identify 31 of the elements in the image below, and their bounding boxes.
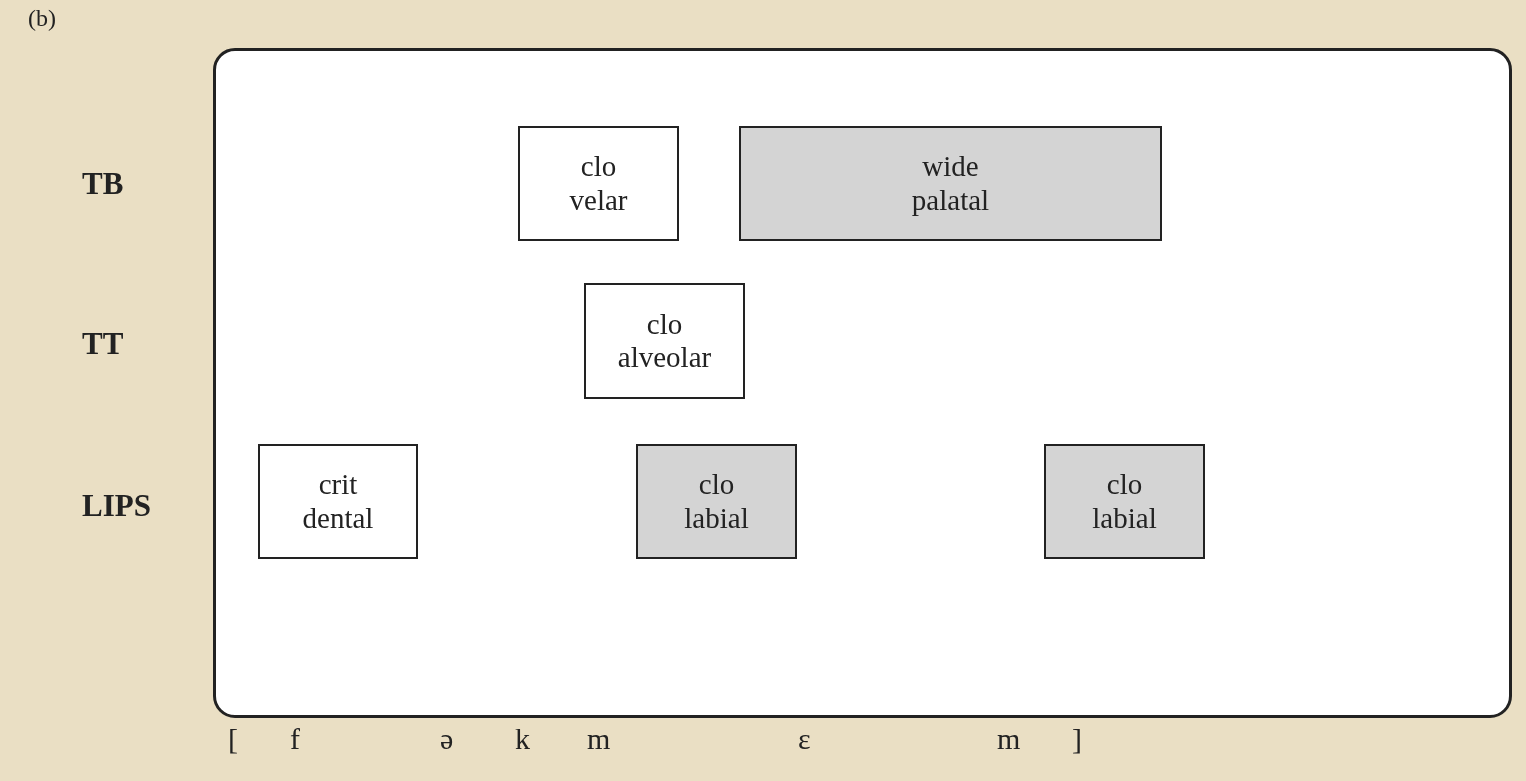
- gesture-text: crit: [318, 468, 358, 502]
- timeline-frame: [213, 48, 1512, 718]
- gesture-text: palatal: [911, 183, 990, 217]
- transcription-symbol: k: [515, 724, 530, 754]
- gesture-box: [739, 126, 1162, 241]
- gesture-box: [1044, 444, 1205, 559]
- transcription-symbol: [: [228, 724, 238, 754]
- gesture-text: clo: [1106, 468, 1143, 502]
- panel-label: (b): [28, 6, 56, 30]
- row-label: TB: [82, 168, 124, 199]
- gesture-box: [258, 444, 418, 559]
- gesture-box: [584, 283, 745, 399]
- gesture-text: dental: [302, 501, 374, 535]
- gesture-text: clo: [580, 150, 617, 184]
- transcription-symbol: m: [997, 724, 1021, 754]
- transcription-symbol: ε: [798, 724, 811, 754]
- gesture-text: labial: [684, 501, 749, 535]
- transcription-symbol: m: [587, 724, 611, 754]
- row-label: TT: [82, 328, 124, 359]
- row-label: LIPS: [82, 490, 151, 521]
- transcription-symbol: ə: [440, 724, 454, 754]
- gesture-text: clo: [646, 307, 683, 341]
- transcription-symbol: ]: [1072, 724, 1082, 754]
- transcription-symbol: f: [290, 724, 300, 754]
- gesture-box: [518, 126, 679, 241]
- gesture-box: [636, 444, 797, 559]
- gesture-text: velar: [569, 183, 628, 217]
- gesture-text: wide: [922, 150, 979, 184]
- gesture-text: alveolar: [617, 341, 712, 375]
- gesture-text: labial: [1092, 501, 1157, 535]
- gesture-text: clo: [698, 468, 735, 502]
